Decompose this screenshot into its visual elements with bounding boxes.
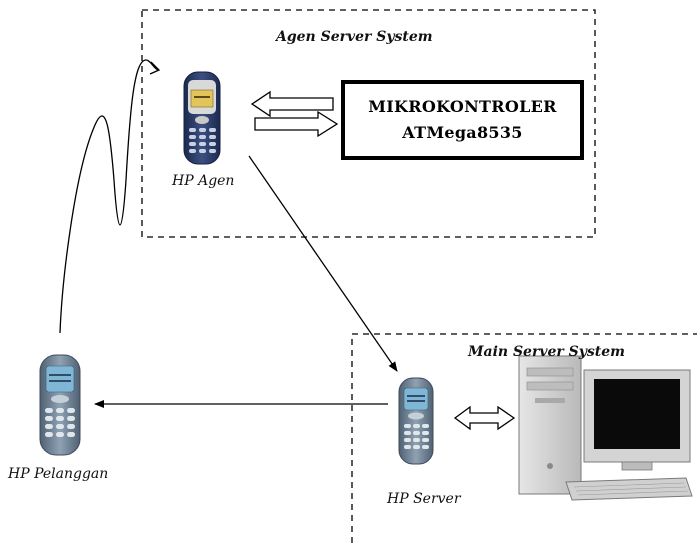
main-system-boundary <box>351 333 697 543</box>
main-system-title: Main Server System <box>468 344 625 360</box>
agen-mcu-link <box>250 90 339 138</box>
hp-agen-label: HP Agen <box>172 173 235 189</box>
wave-arrowhead <box>149 61 161 75</box>
agen-to-server-arrow <box>248 155 398 372</box>
agen-system-boundary <box>141 9 596 238</box>
hp-agen-phone-icon <box>183 71 221 165</box>
hp-server-label: HP Server <box>387 491 461 507</box>
microcontroller-line1: MIKROKONTROLER <box>368 97 557 116</box>
microcontroller-box: MIKROKONTROLER ATMega8535 <box>341 80 584 160</box>
wireless-wave <box>59 59 160 334</box>
hp-pelanggan-label: HP Pelanggan <box>8 466 109 482</box>
microcontroller-line2: ATMega8535 <box>402 123 523 142</box>
hp-server-phone-icon <box>398 377 434 465</box>
hp-pelanggan-phone-icon <box>39 354 81 456</box>
agen-system-title: Agen Server System <box>276 29 433 45</box>
server-pc-link <box>453 405 516 431</box>
desktop-pc-icon <box>518 355 693 501</box>
